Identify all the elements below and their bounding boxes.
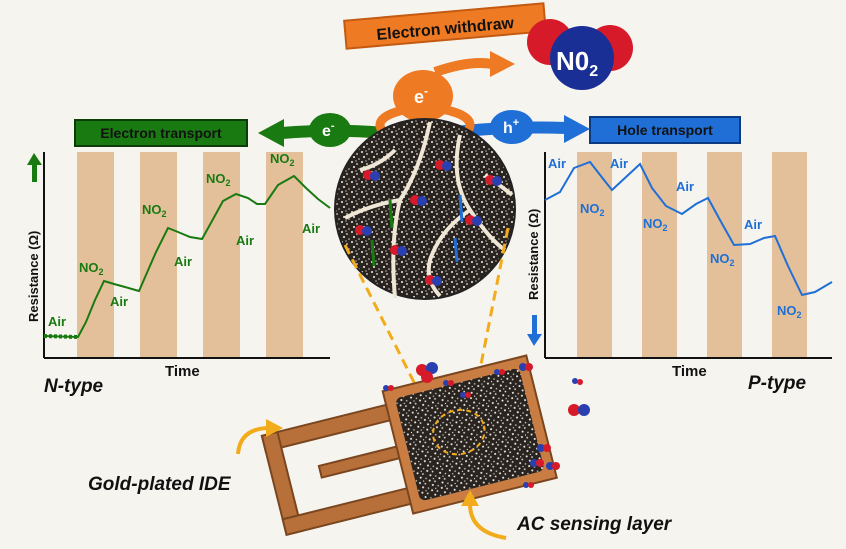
n-annot-air: Air [48,314,66,329]
hole-transport-banner: Hole transport [589,116,741,144]
p-annot-no2: NO2 [580,201,605,218]
p-air-band [577,152,612,358]
p-air-band [642,152,677,358]
p-annot-air: Air [548,156,566,171]
n-annot-no2: NO2 [206,171,231,188]
electron-circle-orange [393,70,453,122]
n-annot-air: Air [110,294,128,309]
blue-charge-arrow [453,237,459,263]
n-y-axis-label: Resistance (Ω) [26,231,41,322]
p-annot-no2: NO2 [777,303,802,320]
n-annot-air: Air [174,254,192,269]
p-x-axis-label: Time [672,363,707,380]
n-air-band [140,152,177,358]
p-type-label: P-type [748,373,807,394]
no2-molecule-large: N02 [527,19,633,90]
p-annot-no2: NO2 [710,251,735,268]
pore-network [344,121,514,299]
ide-callout-arrow [236,419,283,455]
n-x-axis-label: Time [165,363,200,380]
svg-text:e-: e- [322,120,335,140]
magnified-ac-circle [334,118,516,300]
electron-circle-green [309,113,351,147]
zoom-focus-circle [432,408,486,456]
p-type-chart: Air Air Air Air NO2 NO2 NO2 NO2 Resistan… [526,152,833,394]
electron-withdraw-loop: e- [375,51,515,147]
electron-transport-banner: Electron transport [74,119,248,147]
layer-callout-arrow [461,490,507,540]
p-response-curve [544,160,833,297]
n-annot-air: Air [302,221,320,236]
p-annot-no2: NO2 [643,216,668,233]
n-response-curve [43,174,331,339]
green-charge-arrow [388,199,394,229]
svg-text:N02: N02 [556,46,598,80]
blue-charge-arrow [458,194,464,223]
p-annot-air: Air [610,156,628,171]
ide-label: Gold-plated IDE [88,474,232,495]
p-air-band [707,152,742,358]
n-air-band [203,152,240,358]
n-annot-no2: NO2 [142,202,167,219]
p-annot-air: Air [676,179,694,194]
ac-sensing-layer [396,368,544,501]
zoom-line-right [466,227,510,431]
p-y-axis-label: Resistance (Ω) [526,209,541,300]
n-type-label: N-type [44,376,104,397]
n-type-chart: Air NO2 Air NO2 Air NO2 Air NO2 Air Resi… [26,151,331,397]
svg-text:h+: h+ [503,117,519,137]
n-up-arrow-icon [27,153,42,182]
n-baseline-dotted [43,334,79,339]
adsorbed-molecules [355,160,502,286]
n-annot-air: Air [236,233,254,248]
svg-text:e-: e- [414,84,428,107]
n-annot-no2: NO2 [270,151,295,168]
p-annot-air: Air [744,217,762,232]
no2-molecules-small [383,362,590,488]
sensor-device [260,354,558,537]
electron-withdraw-banner: Electron withdraw [343,2,547,50]
svg-text:Hole transport: Hole transport [617,122,713,138]
green-charge-arrow [370,239,376,267]
svg-text:Electron transport: Electron transport [100,125,222,141]
hole-circle-blue [490,110,534,144]
p-down-arrow-icon [527,315,542,346]
layer-label: AC sensing layer [516,514,673,535]
n-air-band [77,152,114,358]
n-annot-no2: NO2 [79,260,104,277]
p-air-band [772,152,807,358]
n-air-band [266,152,303,358]
